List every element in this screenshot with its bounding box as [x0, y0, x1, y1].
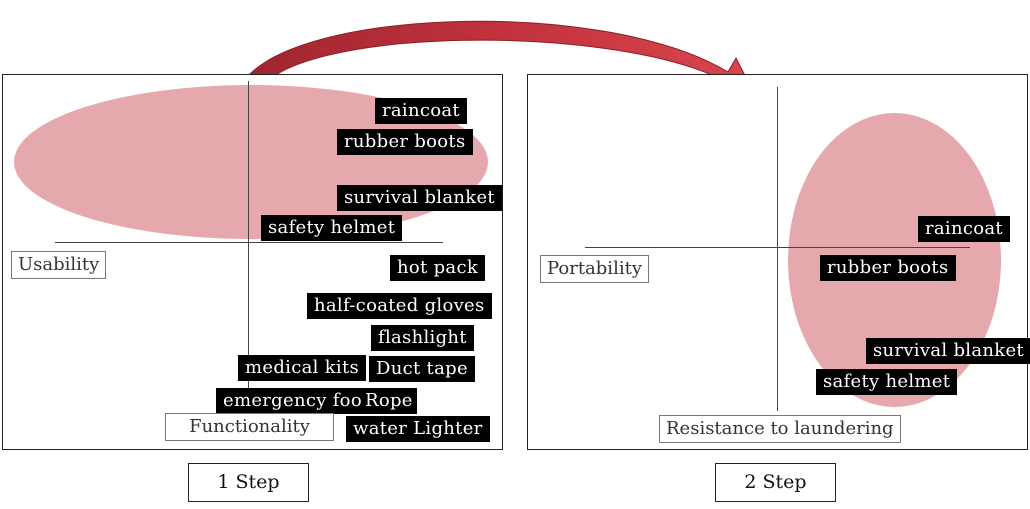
- step1-item: medical kits: [238, 355, 367, 381]
- step2-horizontal-axis-line: [585, 247, 970, 248]
- step1-panel: raincoat rubber boots survival blanket s…: [2, 74, 503, 450]
- step2-item: raincoat: [918, 216, 1010, 242]
- step1-y-axis-label: Usability: [11, 251, 107, 279]
- step1-vertical-axis-line: [248, 81, 249, 441]
- step2-item: rubber boots: [820, 255, 956, 281]
- step2-panel: raincoat rubber boots survival blanket s…: [527, 74, 1030, 450]
- step1-item: Duct tape: [369, 356, 475, 382]
- step1-horizontal-axis-line: [55, 242, 443, 243]
- step1-item: raincoat: [375, 98, 467, 124]
- step1-item: hot pack: [390, 255, 486, 281]
- step2-label: 2 Step: [715, 463, 836, 502]
- step1-item: rubber boots: [337, 129, 473, 155]
- step2-x-axis-label: Resistance to laundering: [659, 415, 901, 443]
- step1-item: flashlight: [371, 325, 474, 351]
- step2-vertical-axis-line: [777, 87, 778, 411]
- step2-item: survival blanket: [866, 338, 1030, 364]
- step1-item: safety helmet: [261, 215, 403, 241]
- step1-item: half-coated gloves: [307, 293, 492, 319]
- step2-item: safety helmet: [816, 369, 958, 395]
- step1-item: Rope: [361, 388, 417, 414]
- step2-y-axis-label: Portability: [540, 255, 649, 283]
- step1-item: emergency foo: [216, 388, 363, 414]
- step1-item: survival blanket: [337, 185, 502, 211]
- step1-label: 1 Step: [188, 463, 309, 502]
- step1-item: water Lighter: [346, 416, 490, 442]
- step1-x-axis-label: Functionality: [165, 413, 334, 441]
